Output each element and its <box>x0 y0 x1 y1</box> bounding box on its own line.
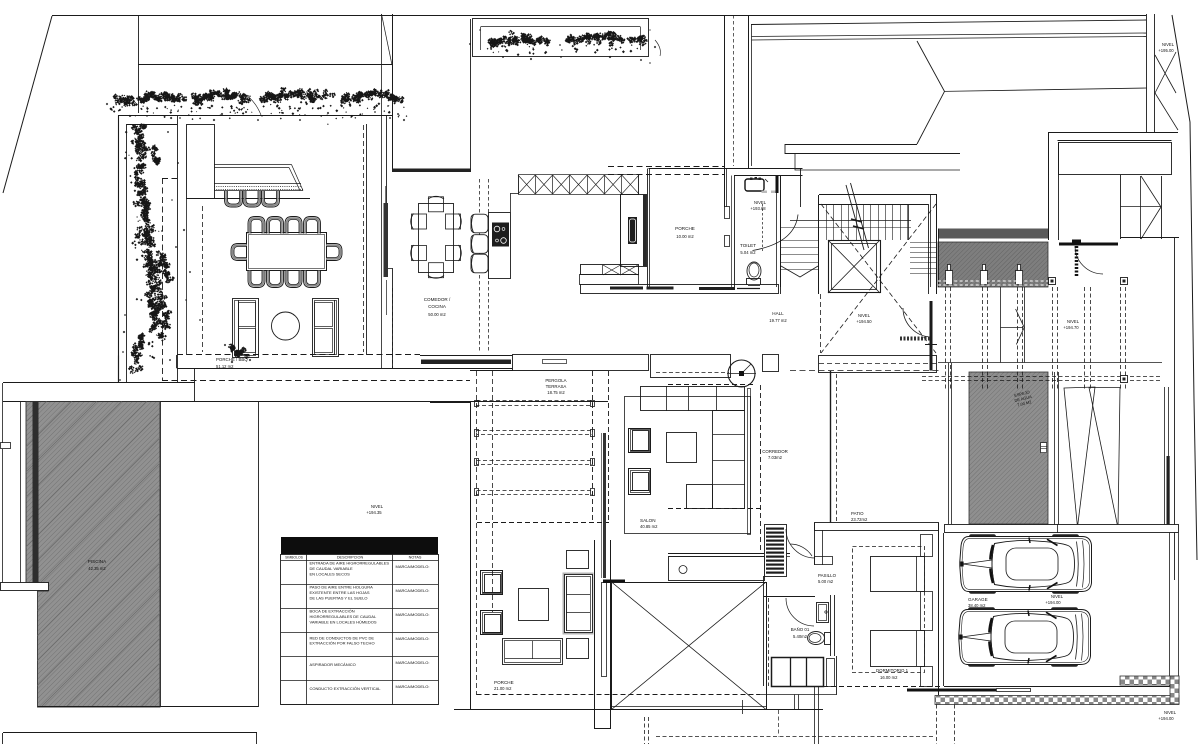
svg-text:38.40 m2: 38.40 m2 <box>968 603 986 608</box>
svg-text:NIVEL: NIVEL <box>754 200 767 205</box>
svg-text:21.00 m2: 21.00 m2 <box>494 686 512 691</box>
svg-text:GARAGE: GARAGE <box>968 597 988 602</box>
svg-text:PASO DE AIRE ENTRE HOLGURA: PASO DE AIRE ENTRE HOLGURA <box>310 585 374 590</box>
svg-text:5.00 m2: 5.00 m2 <box>818 579 834 584</box>
svg-text:50.00 m2: 50.00 m2 <box>428 312 446 317</box>
svg-text:DE LAS PUERTAS Y EL SUELO: DE LAS PUERTAS Y EL SUELO <box>310 596 368 601</box>
svg-text:+194.35: +194.35 <box>366 510 382 515</box>
svg-text:HIGRORREGULABLES DE CAUDAL: HIGRORREGULABLES DE CAUDAL <box>310 614 377 619</box>
svg-text:MARCA/MODELO:: MARCA/MODELO: <box>396 636 430 641</box>
svg-text:DE AGUA: DE AGUA <box>1014 394 1033 403</box>
svg-text:PERGOLA: PERGOLA <box>545 378 566 383</box>
svg-text:23.72m2: 23.72m2 <box>851 517 868 522</box>
svg-text:NIVEL: NIVEL <box>1162 42 1175 47</box>
svg-text:VARIABLE EN LOCALES HÚMEDOS: VARIABLE EN LOCALES HÚMEDOS <box>310 620 377 625</box>
svg-text:+193.68: +193.68 <box>750 206 766 211</box>
svg-text:5.40m2: 5.40m2 <box>793 634 808 639</box>
svg-text:MARCA/MODELO:: MARCA/MODELO: <box>396 588 430 593</box>
svg-text:DESCRIPCION: DESCRIPCION <box>337 556 364 560</box>
svg-text:19.77 m2: 19.77 m2 <box>769 318 787 323</box>
svg-text:DORMITORIO 1: DORMITORIO 1 <box>876 668 909 673</box>
svg-text:7.03m2: 7.03m2 <box>768 455 783 460</box>
svg-text:MARCA/MODELO:: MARCA/MODELO: <box>396 660 430 665</box>
svg-text:18.75 m2: 18.75 m2 <box>547 390 565 395</box>
svg-text:TERRASA: TERRASA <box>546 384 567 389</box>
svg-text:PORCHE / BBQ: PORCHE / BBQ <box>216 357 248 362</box>
svg-text:+194.50: +194.50 <box>856 319 872 324</box>
svg-text:SIMBOLOS: SIMBOLOS <box>285 556 303 560</box>
svg-text:+194.70: +194.70 <box>1063 325 1079 330</box>
svg-text:DE CAUDAL VARIABLE: DE CAUDAL VARIABLE <box>310 566 353 571</box>
svg-text:COCINA: COCINA <box>428 304 447 309</box>
svg-text:NIVEL: NIVEL <box>858 313 871 318</box>
svg-text:NIVEL: NIVEL <box>1067 319 1080 324</box>
svg-text:RED DE CONDUCTOS DE PVC DE: RED DE CONDUCTOS DE PVC DE <box>310 635 375 640</box>
svg-text:MARCA/MODELO:: MARCA/MODELO: <box>396 684 430 689</box>
svg-text:NOTAS: NOTAS <box>409 556 422 560</box>
svg-text:PISCINA: PISCINA <box>88 559 107 564</box>
svg-text:16.00 m2: 16.00 m2 <box>880 675 898 680</box>
svg-text:EXISTENTE ENTRE LAS HOJAS: EXISTENTE ENTRE LAS HOJAS <box>310 590 370 595</box>
svg-text:ASPIRADOR MECÁNICO: ASPIRADOR MECÁNICO <box>310 662 356 667</box>
svg-text:5.04 m2: 5.04 m2 <box>740 250 756 255</box>
svg-text:EN LOCALES SECOS: EN LOCALES SECOS <box>310 572 351 577</box>
svg-text:NIVEL: NIVEL <box>371 504 384 509</box>
svg-text:NIVEL: NIVEL <box>1164 710 1177 715</box>
svg-text:PASILLO: PASILLO <box>818 573 837 578</box>
svg-text:+194.00: +194.00 <box>1158 716 1174 721</box>
svg-text:42.35 m2: 42.35 m2 <box>88 566 106 571</box>
svg-text:TOILET: TOILET <box>740 243 756 248</box>
svg-text:PORCHE: PORCHE <box>675 226 695 231</box>
svg-text:PORCHE: PORCHE <box>494 680 514 685</box>
svg-text:BOCA DE EXTRACCIÓN: BOCA DE EXTRACCIÓN <box>310 609 355 614</box>
svg-text:7.00 M2: 7.00 M2 <box>1017 399 1033 408</box>
svg-text:COMEDOR /: COMEDOR / <box>424 297 451 302</box>
svg-text:NIVEL: NIVEL <box>1051 594 1064 599</box>
svg-text:CONDUCTO EXTRACCIÓN VERTICAL: CONDUCTO EXTRACCIÓN VERTICAL <box>310 686 382 691</box>
svg-text:SALON: SALON <box>640 518 656 523</box>
svg-text:51.12 m2: 51.12 m2 <box>216 364 234 369</box>
svg-text:EXTRACCIÓN POR FALSO TECHO: EXTRACCIÓN POR FALSO TECHO <box>310 641 375 646</box>
svg-text:+194.00: +194.00 <box>1045 600 1061 605</box>
svg-text:CORREDOR: CORREDOR <box>762 449 788 454</box>
svg-text:HALL: HALL <box>772 311 784 316</box>
svg-text:40.85 m2: 40.85 m2 <box>640 524 658 529</box>
svg-text:10.00 m2: 10.00 m2 <box>676 234 694 239</box>
svg-text:ESPEJO: ESPEJO <box>1014 389 1031 398</box>
svg-text:+195.00: +195.00 <box>1158 48 1174 53</box>
svg-text:BAÑO 01: BAÑO 01 <box>791 627 810 632</box>
svg-text:MARCA/MODELO:: MARCA/MODELO: <box>396 612 430 617</box>
svg-text:ENTRADA DE AIRE HIGRORREGULABL: ENTRADA DE AIRE HIGRORREGULABLES <box>310 561 390 566</box>
svg-text:PATIO: PATIO <box>851 511 864 516</box>
svg-text:MARCA/MODELO:: MARCA/MODELO: <box>396 564 430 569</box>
